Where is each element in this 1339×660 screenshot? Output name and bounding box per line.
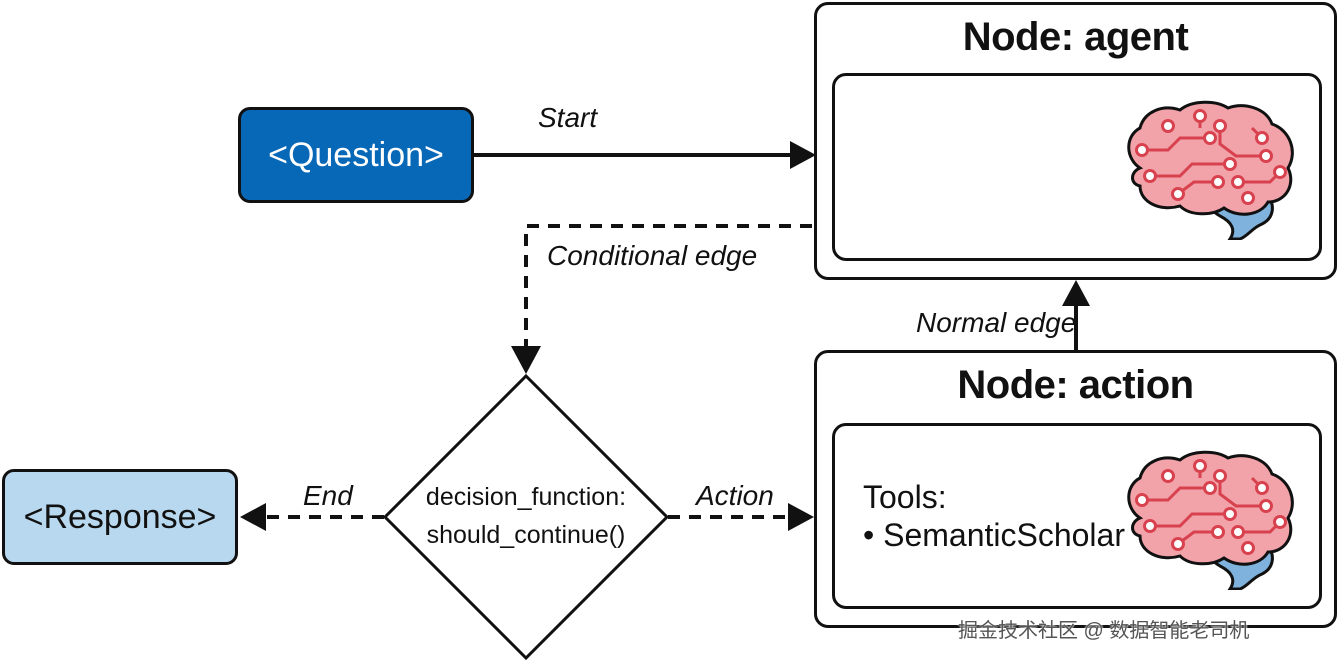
decision-label: decision_function: should_continue() [401, 478, 651, 554]
question-terminal[interactable]: <Question> [238, 107, 474, 203]
action-node-body: Tools: • SemanticScholar [832, 423, 1322, 609]
watermark: 掘金技术社区 @ 数据智能老司机 [958, 620, 1250, 642]
tools-label: Tools: [863, 479, 947, 515]
action-arrowhead [788, 503, 814, 531]
tool-item: • SemanticScholar [863, 517, 1125, 553]
conditional-edge-label: Conditional edge [547, 240, 758, 271]
brain-icon [1127, 450, 1294, 590]
brain-icon [1127, 100, 1294, 240]
conditional-edge [524, 224, 812, 348]
decision-function-label: decision_function: [425, 483, 627, 511]
action-node-title: Node: action [957, 363, 1194, 407]
question-label: <Question> [268, 135, 444, 174]
start-arrowhead [790, 141, 816, 169]
end-arrowhead [240, 503, 266, 531]
decision-condition-label: should_continue() [426, 521, 626, 549]
start-edge-label: Start [538, 102, 598, 133]
response-label: <Response> [23, 497, 217, 536]
tools-list: Tools: • SemanticScholar [863, 478, 1125, 554]
response-terminal[interactable]: <Response> [2, 469, 238, 565]
agent-node-title: Node: agent [962, 15, 1189, 59]
normal-arrowhead [1062, 280, 1090, 306]
conditional-arrowhead [511, 346, 541, 374]
decision-diamond[interactable] [382, 373, 670, 660]
action-node[interactable]: Node: action Tools: • SemanticScholar [814, 350, 1337, 628]
action-edge-label: Action [696, 480, 774, 511]
agent-node-body [832, 73, 1322, 261]
agent-node[interactable]: Node: agent [814, 2, 1337, 280]
end-edge-label: End [303, 480, 353, 511]
normal-edge-label: Normal edge [916, 307, 1077, 338]
